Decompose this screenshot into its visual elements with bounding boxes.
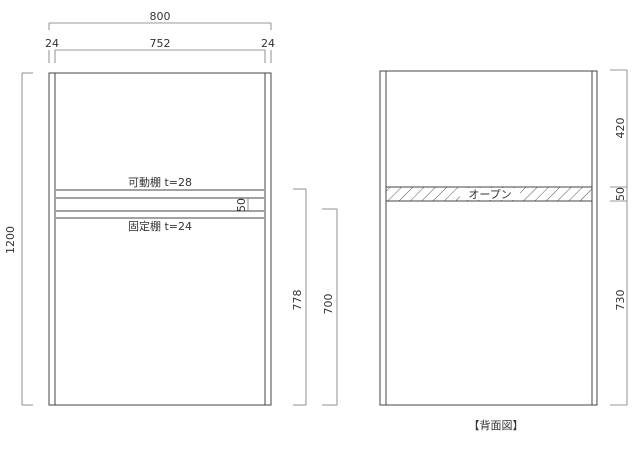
back-view-title: 【背面図】: [469, 418, 524, 432]
dim-778: 778: [291, 290, 304, 311]
dim-730: 730: [614, 290, 627, 311]
dim-24-left: 24: [45, 37, 59, 50]
fixed-shelf-label: 固定棚 t=24: [128, 219, 192, 233]
dim-420: 420: [614, 118, 627, 139]
dim-752: 752: [150, 37, 171, 50]
dim-800: 800: [150, 10, 171, 23]
front-view: 800 24 752 24 50 可動棚 t=28 固定棚 t=24 1200 …: [4, 10, 338, 406]
dim-1200: 1200: [4, 226, 17, 254]
dim-50-front: 50: [235, 198, 248, 212]
cabinet-outline: [48, 72, 272, 406]
back-view: オープン 420 50 730 【背面図】: [379, 69, 628, 432]
open-band-label: オープン: [468, 188, 511, 201]
dim-50-back: 50: [614, 187, 627, 201]
dim-24-right: 24: [261, 37, 275, 50]
movable-shelf-label: 可動棚 t=28: [128, 175, 192, 189]
back-outline: [379, 70, 598, 406]
dim-700: 700: [322, 294, 335, 315]
